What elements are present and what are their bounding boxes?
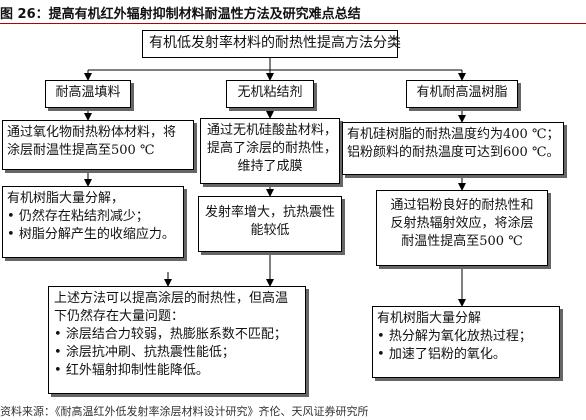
figure-title: 图 26：提高有机红外辐射抑制材料耐温性方法及研究难点总结 — [0, 7, 361, 22]
binder-method-box: 通过无机硅酸盐材料， 提高了涂层的耐热性， 维持了成膜 — [200, 118, 340, 184]
binder-problem-line-2: 能较低 — [250, 223, 290, 238]
category-filler-label: 耐高温填料 — [55, 85, 121, 100]
filler-method-line-1: 通过氧化物耐热粉体材料，将 — [7, 125, 177, 140]
root-label: 有机低发射率材料的耐热性提高方法分类 — [149, 35, 401, 51]
summary-intro-line-1: 上述方法可以提高涂层的耐热性，但高温 — [54, 291, 289, 306]
resin-method-line-2: 铝粉颜料的耐热温度可达到600 ℃。 — [347, 145, 560, 160]
resin-improve-line-3: 耐温性提高至500 ℃ — [401, 234, 523, 249]
binder-method-line-1: 通过无机硅酸盐材料， — [207, 123, 338, 138]
binder-method-line-3: 维持了成膜 — [237, 159, 303, 174]
summary-item: 涂层结合力较弱，热膨胀系数不匹配； — [54, 326, 299, 344]
summary-intro-line-2: 下仍然存在大量问题： — [54, 309, 185, 324]
binder-problem-box: 发射率增大，抗热震性 能较低 — [198, 196, 342, 252]
filler-problem-item: 仍然存在粘结剂减少； — [7, 208, 177, 226]
filler-problem-box: 有机树脂大量分解， 仍然存在粘结剂减少； 树脂分解产生的收缩应力。 — [2, 186, 184, 258]
resin-method-box: 有机硅树脂的耐热温度约为400 ℃； 铝粉颜料的耐热温度可达到600 ℃。 — [342, 122, 564, 175]
binder-problem-line-1: 发射率增大，抗热震性 — [205, 205, 336, 220]
summary-item: 红外辐射抑制性能降低。 — [54, 362, 299, 380]
resin-improve-box: 通过铝粉良好的耐热性和 反射热辐射效应，将涂层 耐温性提高至500 ℃ — [376, 190, 548, 266]
root-box: 有机低发射率材料的耐热性提高方法分类 — [142, 30, 401, 58]
filler-method-line-2: 涂层耐温性提高至500 ℃ — [7, 143, 155, 158]
resin-improve-line-2: 反射热辐射效应，将涂层 — [390, 216, 534, 231]
title-divider — [0, 23, 586, 24]
resin-problem-item: 热分解为氧化放热过程； — [377, 328, 553, 346]
resin-problem-title: 有机树脂大量分解 — [377, 311, 482, 326]
filler-method-box: 通过氧化物耐热粉体材料，将 涂层耐温性提高至500 ℃ — [2, 120, 194, 170]
category-binder-box: 无机粘结剂 — [226, 80, 314, 108]
resin-improve-line-1: 通过铝粉良好的耐热性和 — [390, 198, 534, 213]
resin-problem-box: 有机树脂大量分解 热分解为氧化放热过程； 加速了铝粉的氧化。 — [372, 306, 560, 378]
category-resin-label: 有机耐高温树脂 — [416, 85, 508, 100]
category-filler-box: 耐高温填料 — [45, 80, 131, 108]
resin-problem-item: 加速了铝粉的氧化。 — [377, 346, 553, 364]
category-binder-label: 无机粘结剂 — [237, 85, 303, 100]
binder-method-line-2: 提高了涂层的耐热性， — [207, 141, 338, 156]
summary-box: 上述方法可以提高涂层的耐热性，但高温 下仍然存在大量问题： 涂层结合力较弱，热膨… — [48, 286, 306, 394]
source-note: 资料来源：《耐高温红外低发射率涂层材料设计研究》齐伦、天风证券研究所 — [0, 405, 369, 418]
summary-item: 涂层抗冲刷、抗热震性能低； — [54, 344, 299, 362]
category-resin-box: 有机耐高温树脂 — [406, 80, 518, 108]
filler-problem-item: 树脂分解产生的收缩应力。 — [7, 226, 177, 244]
filler-problem-title: 有机树脂大量分解， — [7, 191, 125, 206]
resin-method-line-1: 有机硅树脂的耐热温度约为400 ℃； — [347, 127, 560, 142]
